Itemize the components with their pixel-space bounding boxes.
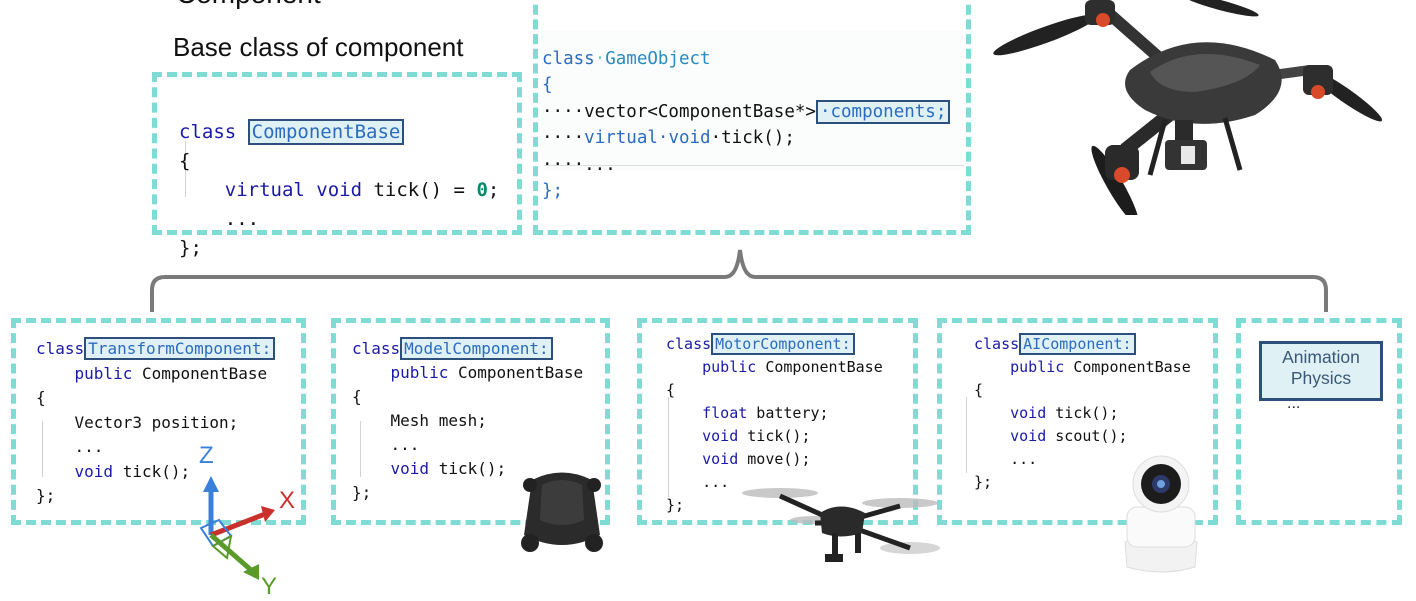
other-components-box: Animation Physics ... [1236, 318, 1402, 525]
code-line: ····vector<ComponentBase*> [542, 101, 816, 122]
code-keyword: class [974, 335, 1020, 353]
code-line: public ComponentBase [36, 363, 268, 383]
animation-physics-box: Animation Physics [1259, 341, 1383, 401]
gameobject-box: class·GameObject { ····vector<ComponentB… [533, 0, 971, 235]
code-keyword: class [36, 339, 85, 358]
security-camera-image [1124, 455, 1198, 573]
more-ellipsis: ... [1287, 395, 1301, 412]
code-line: ... [352, 435, 420, 454]
axis-label-x: X [279, 487, 296, 514]
model-component-name: ModelComponent: [400, 337, 553, 360]
code-keyword: class [179, 121, 237, 143]
ai-component-name: AIComponent: [1019, 333, 1136, 355]
component-base-box: class ComponentBase { virtual void tick(… [152, 72, 522, 259]
quadcopter-image [742, 488, 940, 562]
code-line: float battery; [666, 404, 829, 422]
code-line: void tick(); [36, 461, 191, 481]
animation-label: Animation [1282, 347, 1360, 367]
code-keyword: class [352, 339, 401, 358]
code-keyword: virtual void [224, 179, 363, 201]
code-line: }; [974, 473, 993, 491]
code-line: public ComponentBase [352, 363, 584, 382]
code-line: ····... [542, 154, 616, 175]
section-title: Component [176, 0, 321, 10]
code-line: ... [224, 208, 260, 230]
code-line: ... [974, 450, 1038, 468]
code-line: void tick(); [666, 427, 811, 445]
code-line: { [36, 388, 46, 407]
code-line: void move(); [666, 450, 811, 468]
drone-image [993, 0, 1383, 215]
physics-label: Physics [1290, 368, 1352, 388]
code-line: { [179, 150, 191, 172]
code-line: { [352, 387, 362, 406]
transform-component-name: TransformComponent: [84, 337, 276, 360]
base-class-caption: Base class of component [173, 32, 464, 62]
code-line: }; [36, 486, 56, 505]
code-line: { [542, 75, 553, 95]
code-line: ; [487, 179, 500, 201]
code-line: tick() = [362, 179, 477, 201]
code-line: void scout(); [974, 427, 1128, 445]
code-line: }; [179, 237, 202, 259]
code-line: }; [666, 496, 685, 514]
code-line: Vector3 position; [36, 412, 239, 432]
code-keyword: virtual·void [584, 128, 711, 148]
code-line: void tick(); [974, 404, 1119, 422]
axis-label-z: Z [199, 442, 214, 469]
code-line: public ComponentBase [974, 358, 1191, 376]
code-line: ·tick(); [710, 128, 795, 148]
motor-component-name: MotorComponent: [711, 333, 855, 355]
code-line: void tick(); [352, 459, 507, 478]
code-line: ... [36, 437, 104, 456]
component-base-name: ComponentBase [247, 119, 405, 145]
code-number: 0 [476, 179, 488, 201]
folded-drone-image [521, 472, 603, 552]
code-line: { [974, 381, 984, 399]
gameobject-class-name: GameObject [605, 48, 711, 69]
code-line: }; [542, 181, 564, 201]
code-line: ···· [542, 128, 585, 148]
axis-label-y: Y [261, 573, 278, 600]
code-keyword: class [666, 335, 712, 353]
components-member: ·components; [815, 99, 951, 124]
code-line: Mesh mesh; [352, 411, 487, 430]
axis-gizmo [199, 476, 275, 580]
code-line: }; [352, 483, 372, 502]
code-keyword: class [542, 48, 595, 69]
code-line: public ComponentBase [666, 358, 883, 376]
code-line: ... [666, 473, 730, 491]
code-line: { [666, 381, 676, 399]
